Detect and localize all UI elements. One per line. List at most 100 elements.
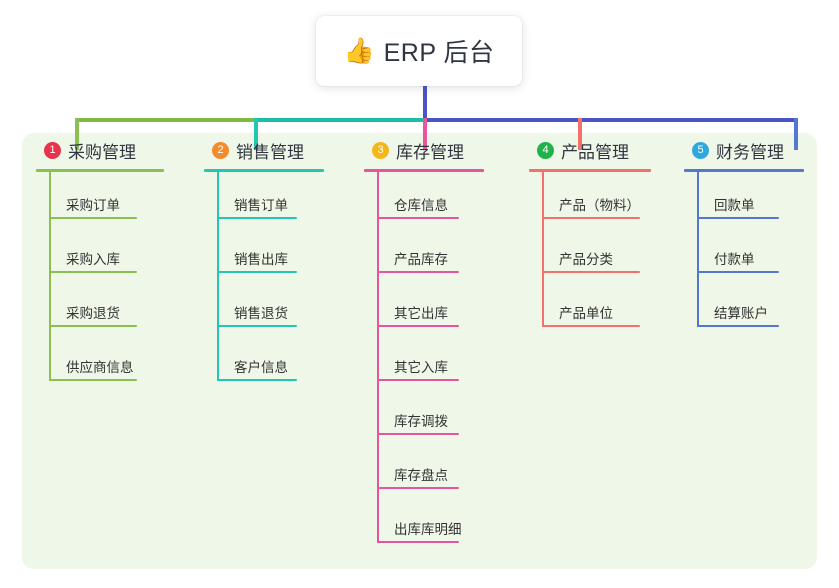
leaf-item[interactable]: 其它入库	[364, 334, 515, 388]
branch-title-3: 库存管理	[396, 142, 464, 162]
leaf-item-label: 其它入库	[394, 360, 448, 375]
leaf-item-rule	[377, 379, 459, 381]
branch-header-rule-5	[684, 169, 804, 172]
leaf-item[interactable]: 采购退货	[36, 280, 190, 334]
branch-header-rule-3	[364, 169, 484, 172]
branch-badge-5: 5	[692, 141, 709, 159]
leaf-item-rule	[377, 433, 459, 435]
branch-column-4: 4 产品管理产品（物料） 产品分类产品单位	[515, 133, 670, 569]
leaf-item-label: 产品库存	[394, 252, 448, 267]
branch-title-1: 采购管理	[68, 142, 136, 162]
branch-spine-2	[217, 172, 219, 381]
branch-badge-1: 1	[44, 141, 61, 159]
leaf-item-rule	[377, 487, 459, 489]
leaf-item-rule	[542, 325, 640, 327]
branch-column-2: 2 销售管理销售订单销售出库销售退货客户信息	[190, 133, 350, 569]
leaf-item[interactable]: 销售出库	[204, 226, 350, 280]
thumbs-up-icon: 👍	[343, 36, 375, 65]
branch-title-4: 产品管理	[561, 142, 629, 162]
branch-badge-2: 2	[212, 141, 229, 159]
leaf-item-rule	[49, 271, 137, 273]
leaf-item-label: 库存调拨	[394, 414, 448, 429]
leaf-item[interactable]: 其它出库	[364, 280, 515, 334]
leaf-item-rule	[542, 217, 640, 219]
leaf-item[interactable]: 产品分类	[529, 226, 670, 280]
leaf-item-label: 仓库信息	[394, 198, 448, 213]
leaf-item[interactable]: 供应商信息	[36, 334, 190, 388]
leaf-item[interactable]: 结算账户	[684, 280, 817, 334]
leaf-item[interactable]: 产品（物料）	[529, 172, 670, 226]
leaf-item[interactable]: 客户信息	[204, 334, 350, 388]
leaf-item-rule	[697, 325, 779, 327]
branch-spine-4	[542, 172, 544, 327]
leaf-item[interactable]: 出库库明细	[364, 496, 515, 550]
leaf-item-label: 采购订单	[66, 198, 120, 213]
leaf-item-rule	[697, 217, 779, 219]
leaf-item-label: 采购入库	[66, 252, 120, 267]
leaf-item[interactable]: 库存调拨	[364, 388, 515, 442]
leaf-item-label: 采购退货	[66, 306, 120, 321]
leaf-item-rule	[49, 379, 137, 381]
leaf-item-label: 产品单位	[559, 306, 613, 321]
branch-column-1: 1 采购管理采购订单采购入库采购退货供应商信息	[22, 133, 190, 569]
leaf-item-label: 付款单	[714, 252, 755, 267]
leaf-item-rule	[217, 217, 297, 219]
leaf-item-label: 产品分类	[559, 252, 613, 267]
branch-header-4[interactable]: 4 产品管理	[529, 133, 670, 167]
leaf-item-label: 库存盘点	[394, 468, 448, 483]
branch-item-list-3: 仓库信息产品库存其它出库其它入库库存调拨库存盘点出库库明细	[364, 172, 515, 550]
branch-badge-4: 4	[537, 141, 554, 159]
branch-header-rule-4	[529, 169, 651, 172]
leaf-item[interactable]: 产品单位	[529, 280, 670, 334]
branch-columns: 1 采购管理采购订单采购入库采购退货供应商信息 2 销售管理销售订单销售出库销售退货客…	[22, 133, 817, 569]
branch-item-list-5: 回款单付款单结算账户	[684, 172, 817, 334]
leaf-item[interactable]: 回款单	[684, 172, 817, 226]
leaf-item[interactable]: 仓库信息	[364, 172, 515, 226]
leaf-item-label: 其它出库	[394, 306, 448, 321]
branch-header-rule-2	[204, 169, 324, 172]
leaf-item[interactable]: 库存盘点	[364, 442, 515, 496]
branches-panel	[22, 133, 817, 569]
leaf-item-rule	[377, 325, 459, 327]
branch-header-1[interactable]: 1 采购管理	[36, 133, 190, 167]
leaf-item[interactable]: 销售退货	[204, 280, 350, 334]
leaf-item-rule	[49, 217, 137, 219]
leaf-item-rule	[377, 541, 459, 543]
branch-header-3[interactable]: 3 库存管理	[364, 133, 515, 167]
leaf-item[interactable]: 采购订单	[36, 172, 190, 226]
leaf-item-rule	[542, 271, 640, 273]
leaf-item[interactable]: 采购入库	[36, 226, 190, 280]
leaf-item-label: 出库库明细	[394, 522, 462, 537]
leaf-item-label: 产品（物料）	[559, 198, 640, 213]
leaf-item-rule	[697, 271, 779, 273]
leaf-item-rule	[377, 271, 459, 273]
leaf-item-label: 供应商信息	[66, 360, 134, 375]
branch-item-list-4: 产品（物料） 产品分类产品单位	[529, 172, 670, 334]
leaf-item-label: 结算账户	[714, 306, 768, 321]
branch-item-list-2: 销售订单销售出库销售退货客户信息	[204, 172, 350, 388]
root-node-title: ERP 后台	[383, 39, 495, 67]
branch-spine-1	[49, 172, 51, 381]
branch-badge-3: 3	[372, 141, 389, 159]
leaf-item[interactable]: 销售订单	[204, 172, 350, 226]
leaf-item-label: 回款单	[714, 198, 755, 213]
leaf-item-label: 销售出库	[234, 252, 288, 267]
leaf-item[interactable]: 付款单	[684, 226, 817, 280]
leaf-item-label: 客户信息	[234, 360, 288, 375]
branch-spine-3	[377, 172, 379, 543]
branch-item-list-1: 采购订单采购入库采购退货供应商信息	[36, 172, 190, 388]
leaf-item-rule	[217, 271, 297, 273]
branch-spine-5	[697, 172, 699, 327]
branch-title-2: 销售管理	[236, 142, 304, 162]
leaf-item-label: 销售退货	[234, 306, 288, 321]
branch-header-2[interactable]: 2 销售管理	[204, 133, 350, 167]
branch-header-rule-1	[36, 169, 164, 172]
leaf-item[interactable]: 产品库存	[364, 226, 515, 280]
root-node-card[interactable]: 👍 ERP 后台	[316, 16, 522, 86]
leaf-item-rule	[49, 325, 137, 327]
branch-column-3: 3 库存管理仓库信息产品库存其它出库其它入库库存调拨库存盘点出库库明细	[350, 133, 515, 569]
leaf-item-label: 销售订单	[234, 198, 288, 213]
